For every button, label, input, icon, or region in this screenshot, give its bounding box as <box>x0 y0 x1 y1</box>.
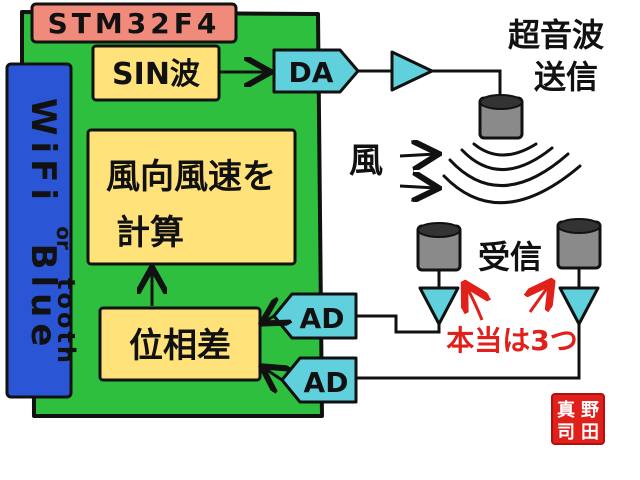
sin-wave-label: SIN波 <box>112 57 201 92</box>
wind-label: 風 <box>349 141 383 181</box>
receiver-left-amplifier <box>418 286 460 326</box>
mcu-label-box <box>30 2 238 44</box>
calc-label-line2: 計算 <box>116 213 184 253</box>
arrow-ad2-to-phase <box>264 368 282 380</box>
wireless-module: WiFi or Blue tooth <box>5 62 80 399</box>
calc-block: 風向風速を 計算 <box>86 128 297 266</box>
mcu-label: STM32F4 <box>48 7 221 40</box>
arrow-ad1-to-phase <box>264 316 274 322</box>
note-arrow-right <box>530 284 550 313</box>
sound-waves <box>442 142 582 205</box>
wireless-box <box>5 62 73 399</box>
signature-seal: 野 田 真 司 <box>551 393 605 445</box>
wireless-tooth-label: tooth <box>52 278 80 366</box>
receive-label: 受信 <box>478 238 542 276</box>
ultrasonic-label-line2: 送信 <box>534 58 598 96</box>
sound-wave-2 <box>460 146 554 171</box>
da-shape <box>272 48 360 94</box>
ultrasonic-label-line1: 超音波 <box>508 16 604 54</box>
transmit-amplifier <box>390 50 434 92</box>
phase-label: 位相差 <box>129 326 231 366</box>
wireless-wifi-label: WiFi <box>23 98 63 206</box>
ad1-label: AD <box>300 302 345 335</box>
wireless-or-label: or <box>52 226 76 250</box>
note-arrow-left <box>466 286 482 321</box>
seal-char-1: 野 <box>581 400 599 421</box>
calc-label-line1: 風向風速を <box>106 157 276 197</box>
wind-arrow-1 <box>399 154 436 156</box>
receiver-right-top <box>557 218 601 234</box>
calc-box <box>86 128 297 266</box>
receiver-right-amplifier <box>558 286 600 326</box>
phase-box <box>98 306 262 382</box>
seal-char-2: 田 <box>581 422 599 443</box>
seal-char-4: 司 <box>557 422 575 443</box>
da-label: DA <box>289 56 334 89</box>
wire-left-receiver-to-ad1 <box>356 314 441 334</box>
phase-block: 位相差 <box>98 306 262 382</box>
wire-amp-to-transmitter <box>432 69 502 98</box>
transmitter-transducer <box>478 94 524 140</box>
sin-wave-block: SIN波 <box>91 44 221 102</box>
da-converter: DA <box>272 48 360 94</box>
transmitter-top <box>479 94 523 110</box>
ad1-shape <box>272 292 358 340</box>
sin-wave-box <box>91 44 221 102</box>
receiver-left-top <box>417 222 461 238</box>
note-label: 本当は3つ <box>446 324 577 357</box>
ad-converter-2: AD <box>280 356 358 404</box>
sound-wave-4 <box>442 164 582 205</box>
ad2-label: AD <box>304 366 349 399</box>
wind-arrow-2 <box>399 186 436 188</box>
wire-right-receiver-to-ad2 <box>356 324 581 380</box>
seal-char-3: 真 <box>557 399 575 421</box>
sound-wave-1 <box>472 142 538 157</box>
wireless-blue-label: Blue <box>23 244 63 353</box>
seal-box <box>551 393 605 445</box>
receiver-left-transducer <box>416 222 462 326</box>
ad-converter-1: AD <box>272 292 358 340</box>
sound-wave-3 <box>448 152 570 188</box>
receiver-right-transducer <box>556 218 602 326</box>
